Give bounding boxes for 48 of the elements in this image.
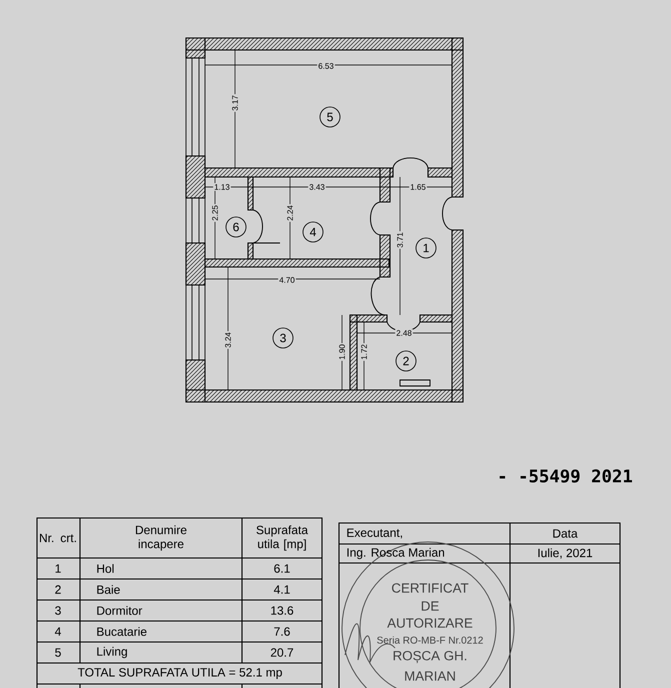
dimension-label: 3.71 (396, 231, 404, 249)
table-header: Nr. crt. (40, 534, 76, 542)
table-cell: Bucatarie (97, 627, 146, 636)
room-number: 5 (320, 106, 340, 128)
table-header: Denumire incapere (136, 525, 186, 551)
room-number: 2 (396, 350, 416, 372)
table-cell: 3 (55, 606, 61, 615)
dimension-label: 1.65 (409, 183, 427, 191)
table-cell: Living (97, 646, 127, 658)
dimension-label: 1.13 (213, 183, 231, 191)
room-number: 3 (272, 328, 294, 348)
dimension-label: 2.25 (211, 204, 219, 222)
document-number: - -55499 2021 (500, 469, 632, 483)
room-number: 4 (302, 222, 324, 242)
dimension-label: 1.72 (360, 343, 368, 361)
table-cell: Dormitor (97, 606, 142, 615)
stamp-text: DE (422, 601, 439, 611)
table-cell: 5 (55, 648, 61, 657)
dimension-label: 3.17 (231, 94, 239, 112)
dimension-label: 6.53 (317, 62, 335, 70)
table-cell: Executant, (347, 528, 402, 538)
table-cell: 7.6 (274, 627, 290, 636)
dimension-label: 1.90 (338, 343, 346, 361)
dimension-label: 3.24 (224, 331, 232, 349)
table-cell: 4.1 (274, 585, 290, 594)
stamp-text: ROȘCA GH. (394, 650, 466, 664)
table-cell: 4 (54, 627, 61, 636)
stamp-text: MARIAN (405, 671, 455, 681)
table-cell: 6.1 (274, 564, 290, 573)
room-number: 1 (416, 238, 436, 258)
table-cell: Data (553, 529, 578, 538)
table-header: Suprafata utila [mp] (256, 525, 308, 551)
table-cell: Hol (97, 564, 114, 573)
table-cell: Baie (97, 585, 120, 594)
table-cell: 2 (55, 585, 61, 594)
dimension-label: 2.48 (395, 329, 413, 337)
stamp-text: AUTORIZARE (387, 618, 472, 628)
table-cell: 20.7 (270, 648, 294, 657)
room-number: 6 (226, 216, 246, 238)
table-cell: 1 (56, 564, 61, 573)
table-cell: TOTAL SUPRAFATA UTILA = 52.1 mp (78, 668, 282, 679)
dimension-label: 2.24 (286, 204, 294, 222)
dimension-label: 4.70 (278, 276, 296, 284)
table-cell: Iulie, 2021 (538, 548, 592, 559)
table-cell: 13.6 (271, 606, 294, 615)
stamp-text: CERTIFICAT (392, 583, 468, 593)
dimension-label: 3.43 (308, 183, 326, 191)
stamp-text: Seria RO-MB-F Nr.0212 (377, 636, 483, 644)
